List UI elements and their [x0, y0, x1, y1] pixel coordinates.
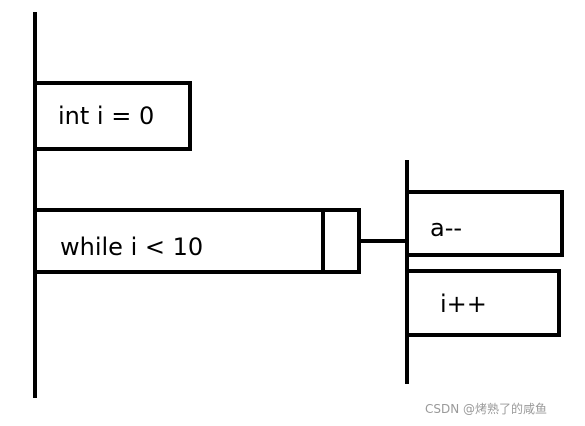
init-box [33, 81, 192, 151]
statement-block-init: int i = 0 [33, 81, 192, 151]
loop-statement-decrement: a-- [405, 190, 564, 257]
decrement-label: a-- [430, 214, 462, 242]
loop-statement-increment: i++ [405, 269, 561, 337]
while-label: while i < 10 [60, 233, 203, 261]
decrement-box [405, 190, 564, 257]
increment-label: i++ [440, 290, 487, 318]
increment-box [405, 269, 561, 337]
statement-block-while: while i < 10 [33, 208, 361, 274]
watermark-text: CSDN @烤熟了的咸鱼 [425, 401, 547, 416]
init-label: int i = 0 [58, 102, 154, 130]
